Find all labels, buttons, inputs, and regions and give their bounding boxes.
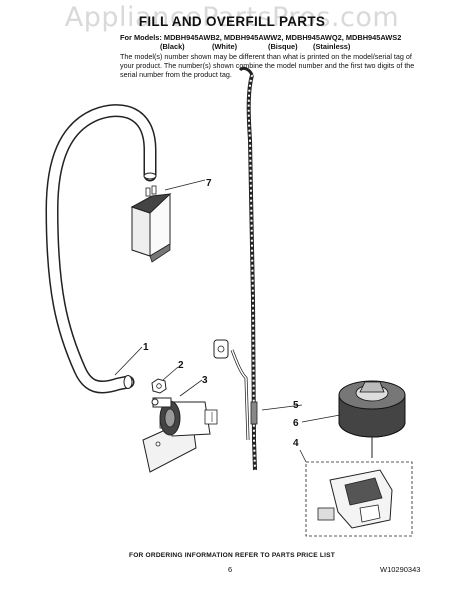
callout-7: 7 [206, 178, 212, 189]
document-number: W10290343 [380, 565, 421, 574]
callout-1: 1 [143, 342, 149, 353]
leader-4 [299, 449, 307, 463]
callout-3: 3 [202, 375, 208, 386]
variant-white: (White) [212, 42, 238, 51]
leader-3 [179, 379, 203, 397]
callout-4: 4 [293, 438, 299, 449]
leader-2 [162, 366, 179, 381]
callout-5: 5 [293, 400, 299, 411]
leader-7 [164, 179, 206, 191]
float-switch-assembly [305, 461, 413, 537]
variant-bisque: (Bisque) [268, 42, 298, 51]
leader-1 [114, 346, 143, 376]
model-note: The model(s) number shown may be differe… [120, 52, 415, 79]
overfill-switch [130, 185, 172, 263]
ordering-info: FOR ORDERING INFORMATION REFER TO PARTS … [129, 552, 335, 559]
models-line: For Models: MDBH945AWB2, MDBH945AWW2, MD… [120, 33, 402, 42]
page-title: FILL AND OVERFILL PARTS [138, 14, 326, 29]
page-number: 6 [228, 565, 233, 574]
fill-hose [45, 104, 157, 394]
callout-6: 6 [293, 418, 299, 429]
leader-6 [301, 414, 341, 423]
callout-2: 2 [178, 360, 184, 371]
leader-lines [114, 179, 341, 463]
float-tube [213, 66, 258, 471]
leader-5 [261, 404, 303, 411]
watermark: AppliancePartsPros.com [64, 2, 400, 33]
variant-black: (Black) [160, 42, 185, 51]
water-valve [142, 397, 218, 473]
variant-stainless: (Stainless) [313, 42, 351, 51]
float [338, 380, 406, 458]
nut [151, 378, 167, 394]
